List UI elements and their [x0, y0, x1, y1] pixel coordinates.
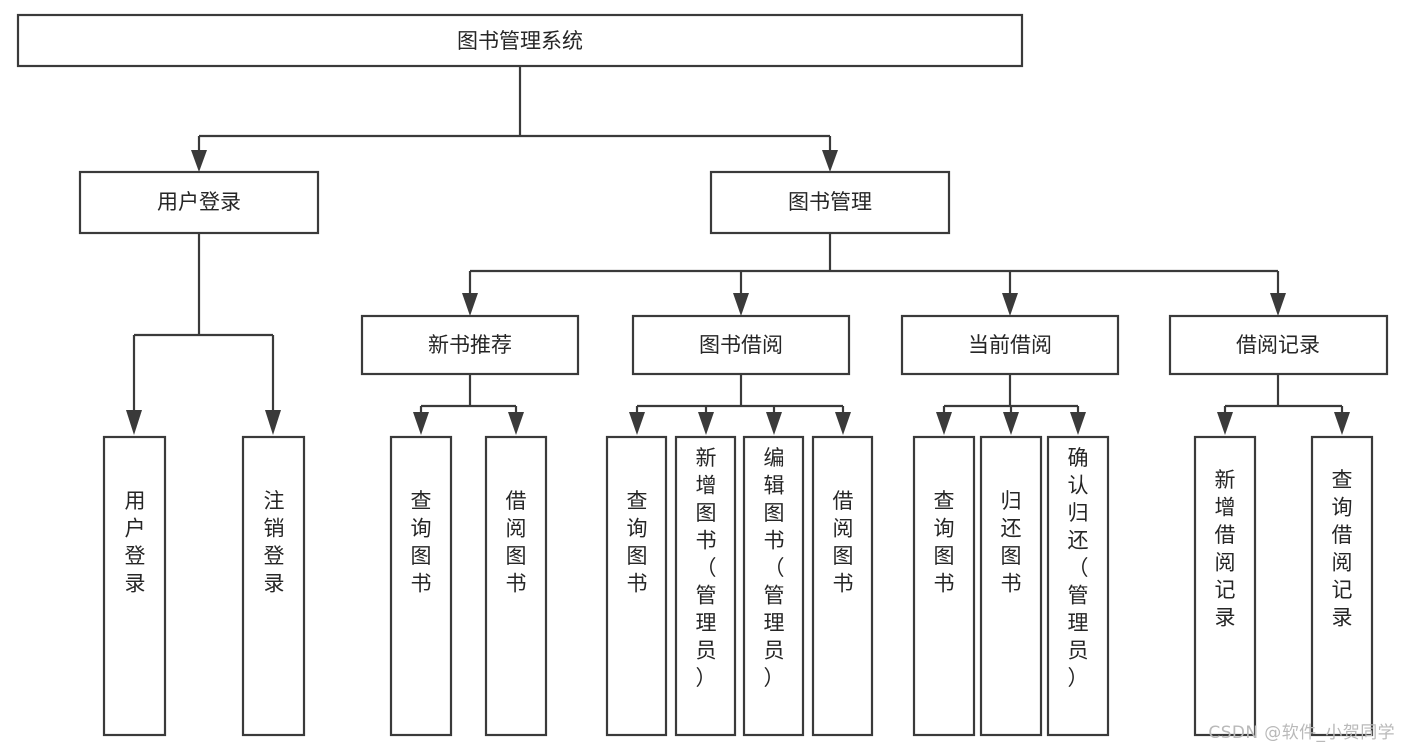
- leaf-confirm-return-label: 确认归还（管理员）: [1068, 446, 1089, 690]
- node-root[interactable]: 图书管理系统: [16, 13, 1024, 68]
- leaf-add-book[interactable]: 新增图书（管理员）: [674, 435, 737, 737]
- node-user-login-box[interactable]: [78, 170, 320, 235]
- leaf-add-record[interactable]: 新增借阅记录: [1193, 435, 1257, 737]
- csdn-watermark: CSDN @软件_小贺同学: [1208, 723, 1395, 743]
- leaf-borrow-book[interactable]: 借阅图书: [811, 435, 874, 737]
- arrow-book-manage-child-3: [1002, 293, 1018, 316]
- arrow-borrow-record-leaf-2: [1334, 412, 1350, 435]
- node-current-borrow-label: 当前借阅: [968, 333, 1052, 357]
- node-user-login[interactable]: 用户登录: [78, 170, 320, 235]
- leaf-user-login-label: 用户登录: [125, 489, 146, 596]
- leaf-return-book-label: 归还图书: [1001, 489, 1022, 596]
- leaf-borrow-book-box[interactable]: [811, 435, 874, 737]
- arrow-book-manage-child-1: [462, 293, 478, 316]
- leaf-query-book-current[interactable]: 查询图书: [912, 435, 976, 737]
- arrow-root-to-book-manage: [822, 150, 838, 172]
- leaf-logout-box[interactable]: [241, 435, 306, 737]
- leaf-query-book-borrow-label: 查询图书: [627, 489, 648, 596]
- leaf-edit-book-label: 编辑图书（管理员）: [764, 446, 785, 690]
- node-borrow-record[interactable]: 借阅记录: [1168, 314, 1389, 376]
- node-book-manage-label: 图书管理: [788, 190, 872, 214]
- leaf-borrow-book-rec[interactable]: 借阅图书: [484, 435, 548, 737]
- leaf-query-book-borrow-box[interactable]: [605, 435, 668, 737]
- leaf-add-record-box[interactable]: [1193, 435, 1257, 737]
- leaf-logout-label: 注销登录: [264, 489, 285, 596]
- leaf-query-record[interactable]: 查询借阅记录: [1310, 435, 1374, 737]
- leaf-query-book-borrow[interactable]: 查询图书: [605, 435, 668, 737]
- leaf-borrow-book-label: 借阅图书: [833, 489, 854, 596]
- node-book-manage[interactable]: 图书管理: [709, 170, 951, 235]
- leaf-query-book-rec-label: 查询图书: [411, 489, 432, 596]
- leaf-add-record-label: 新增借阅记录: [1215, 468, 1236, 630]
- arrow-book-borrow-leaf-2: [698, 412, 714, 435]
- leaf-borrow-book-rec-label: 借阅图书: [506, 489, 527, 596]
- arrow-book-borrow-leaf-4: [835, 412, 851, 435]
- node-root-label: 图书管理系统: [457, 29, 583, 53]
- node-new-book-rec-label: 新书推荐: [428, 333, 512, 357]
- leaf-confirm-return[interactable]: 确认归还（管理员）: [1046, 435, 1110, 737]
- node-user-login-label: 用户登录: [157, 190, 241, 214]
- node-current-borrow-box[interactable]: [900, 314, 1120, 376]
- node-new-book-rec-box[interactable]: [360, 314, 580, 376]
- leaf-return-book[interactable]: 归还图书: [979, 435, 1043, 737]
- connector-layer: [126, 66, 1350, 435]
- leaf-query-record-label: 查询借阅记录: [1332, 468, 1353, 630]
- arrow-current-borrow-leaf-2: [1003, 412, 1019, 435]
- arrow-current-borrow-leaf-3: [1070, 412, 1086, 435]
- node-current-borrow[interactable]: 当前借阅: [900, 314, 1120, 376]
- leaf-user-login[interactable]: 用户登录: [102, 435, 167, 737]
- node-new-book-rec[interactable]: 新书推荐: [360, 314, 580, 376]
- leaf-user-login-box[interactable]: [102, 435, 167, 737]
- node-book-manage-box[interactable]: [709, 170, 951, 235]
- arrow-user-login-leaf-2: [265, 410, 281, 435]
- leaf-query-book-rec[interactable]: 查询图书: [389, 435, 453, 737]
- node-borrow-record-box[interactable]: [1168, 314, 1389, 376]
- leaf-return-book-box[interactable]: [979, 435, 1043, 737]
- arrow-root-to-user-login: [191, 150, 207, 172]
- arrow-new-book-rec-leaf-2: [508, 412, 524, 435]
- leaf-query-record-box[interactable]: [1310, 435, 1374, 737]
- arrow-borrow-record-leaf-1: [1217, 412, 1233, 435]
- leaf-query-book-current-label: 查询图书: [934, 489, 955, 596]
- arrow-current-borrow-leaf-1: [936, 412, 952, 435]
- leaf-confirm-return-box[interactable]: [1046, 435, 1110, 737]
- arrow-new-book-rec-leaf-1: [413, 412, 429, 435]
- leaf-logout[interactable]: 注销登录: [241, 435, 306, 737]
- leaf-edit-book-box[interactable]: [742, 435, 805, 737]
- arrow-book-borrow-leaf-3: [766, 412, 782, 435]
- leaf-query-book-current-box[interactable]: [912, 435, 976, 737]
- node-book-borrow-box[interactable]: [631, 314, 851, 376]
- leaf-add-book-box[interactable]: [674, 435, 737, 737]
- leaf-add-book-label: 新增图书（管理员）: [696, 446, 717, 690]
- leaf-borrow-book-rec-box[interactable]: [484, 435, 548, 737]
- arrow-book-manage-child-4: [1270, 293, 1286, 316]
- node-book-borrow[interactable]: 图书借阅: [631, 314, 851, 376]
- leaf-query-book-rec-box[interactable]: [389, 435, 453, 737]
- arrow-user-login-leaf-1: [126, 410, 142, 435]
- node-borrow-record-label: 借阅记录: [1236, 333, 1320, 357]
- arrow-book-borrow-leaf-1: [629, 412, 645, 435]
- arrow-book-manage-child-2: [733, 293, 749, 316]
- node-book-borrow-label: 图书借阅: [699, 333, 783, 357]
- leaf-edit-book[interactable]: 编辑图书（管理员）: [742, 435, 805, 737]
- node-root-box[interactable]: [16, 13, 1024, 68]
